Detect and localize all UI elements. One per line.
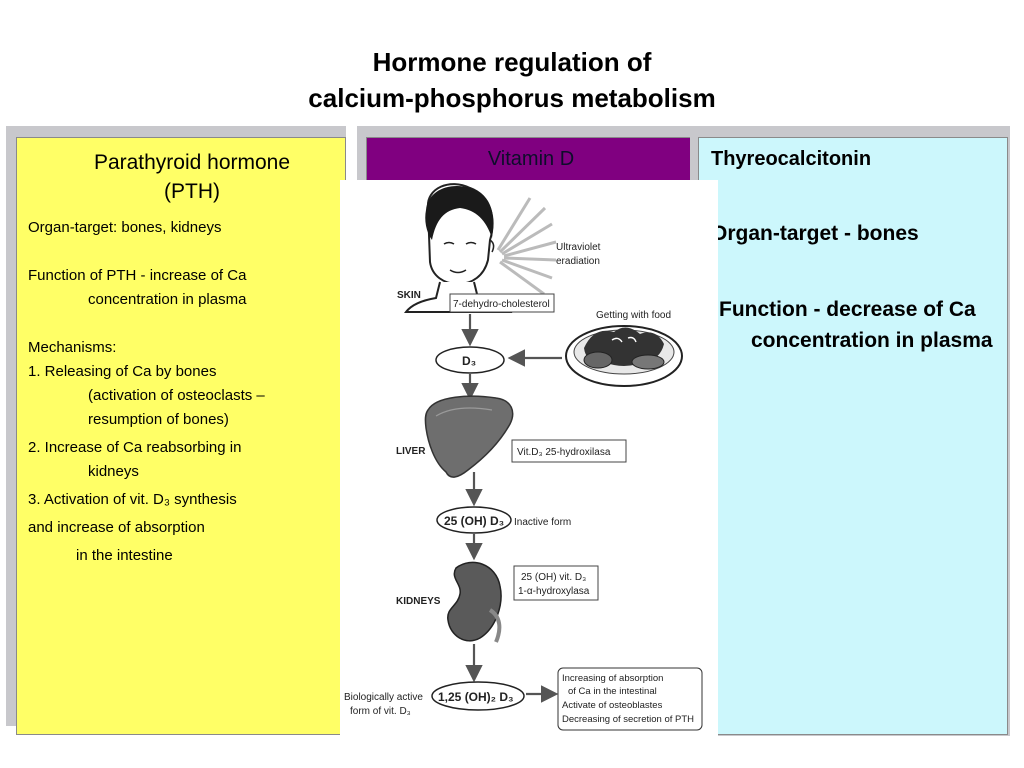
liver-enzyme-label: Vit.D₃ 25-hydroxilasa bbox=[517, 447, 611, 458]
slide-title: Hormone regulation of calcium-phosphorus… bbox=[0, 44, 1024, 116]
liver-enzyme-box bbox=[511, 439, 627, 463]
precursor-box bbox=[449, 293, 555, 313]
pth-mech2-line2: kidneys bbox=[88, 463, 139, 480]
active-label-line2: form of vit. D₃ bbox=[350, 706, 411, 717]
pth-mechanisms-label: Mechanisms: bbox=[28, 339, 117, 356]
skin-label: SKIN bbox=[397, 290, 421, 301]
pth-heading-line2: (PTH) bbox=[164, 180, 220, 203]
pth-mech1-line2: (activation of osteoclasts – bbox=[88, 387, 265, 404]
d3-label: D₃ bbox=[462, 354, 476, 368]
inactive-label: Inactive form bbox=[514, 517, 571, 528]
active-form-node bbox=[431, 681, 525, 711]
thy-panel: Thyreocalcitonin Organ-target - bones Fu… bbox=[698, 137, 1008, 735]
pth-body: Organ-target: bones, kidneys Function of… bbox=[28, 216, 328, 568]
kidney-enzyme-box bbox=[513, 565, 599, 601]
pth-function-line2: concentration in plasma bbox=[88, 291, 247, 308]
pth-heading-line1: Parathyroid hormone bbox=[93, 151, 291, 174]
pth-mech3-line1: 3. Activation of vit. D₃ synthesis bbox=[28, 491, 237, 508]
kidneys-label: KIDNEYS bbox=[396, 596, 441, 607]
food-plate-icon bbox=[565, 325, 683, 387]
pth-mech2-line1: 2. Increase of Ca reabsorbing in bbox=[28, 439, 242, 456]
pth-organ-target: Organ-target: bones, kidneys bbox=[28, 219, 222, 236]
uv-label-line2: eradiation bbox=[556, 256, 600, 267]
active-label-line1: Biologically active bbox=[344, 692, 423, 703]
thy-organ-target: Organ-target - bones bbox=[711, 222, 919, 245]
kidney-enzyme-line2: 1-α-hydroxylasa bbox=[518, 586, 590, 597]
pth-mech1-line1: 1. Releasing of Ca by bones bbox=[28, 363, 217, 380]
vitd-heading: Vitamin D bbox=[487, 148, 575, 170]
active-form-label: 1,25 (OH)₂ D₃ bbox=[438, 690, 514, 704]
oh-d3-label: 25 (OH) D₃ bbox=[444, 514, 504, 528]
kidney-enzyme-line1: 25 (OH) vit. D₃ bbox=[521, 572, 586, 583]
kidney-icon bbox=[447, 561, 502, 643]
oh-d3-node bbox=[436, 506, 512, 534]
thy-heading: Thyreocalcitonin bbox=[711, 148, 872, 170]
pth-mech1-line3: resumption of bones) bbox=[88, 411, 229, 428]
effect2: Activate of osteoblastes bbox=[562, 700, 663, 711]
liver-icon bbox=[424, 395, 514, 478]
pth-heading: Parathyroid hormone (PTH) bbox=[57, 148, 327, 206]
vitamin-d-metabolism-diagram: Ultraviolet eradiation SKIN 7-dehydro-ch… bbox=[340, 180, 718, 736]
diagram-svg: Ultraviolet eradiation SKIN 7-dehydro-ch… bbox=[344, 183, 703, 731]
effect3: Decreasing of secretion of PTH bbox=[562, 714, 694, 725]
vitd-header-bar: Vitamin D bbox=[367, 138, 695, 182]
liver-label: LIVER bbox=[396, 446, 426, 457]
d3-node bbox=[435, 346, 505, 374]
sun-rays-icon bbox=[496, 197, 557, 296]
pth-panel: Parathyroid hormone (PTH) Organ-target: … bbox=[16, 137, 346, 735]
effect1-line2: of Ca in the intestinal bbox=[568, 686, 657, 697]
thy-function: Function - decrease of Ca concentration … bbox=[719, 298, 993, 352]
pth-mech3-line2: and increase of absorption bbox=[28, 519, 205, 536]
uv-label-line1: Ultraviolet bbox=[556, 242, 601, 253]
pth-function-line1: Function of PTH - increase of Ca bbox=[28, 267, 247, 284]
slide-title-line2: calcium-phosphorus metabolism bbox=[308, 83, 716, 113]
slide-title-line1: Hormone regulation of bbox=[372, 47, 652, 77]
pth-mech3-line3: in the intestine bbox=[76, 547, 173, 564]
effect1-line1: Increasing of absorption bbox=[562, 673, 663, 684]
face-icon bbox=[403, 183, 513, 313]
precursor-label: 7-dehydro-cholesterol bbox=[453, 299, 550, 310]
effects-box bbox=[557, 667, 703, 731]
food-label: Getting with food bbox=[596, 310, 671, 321]
